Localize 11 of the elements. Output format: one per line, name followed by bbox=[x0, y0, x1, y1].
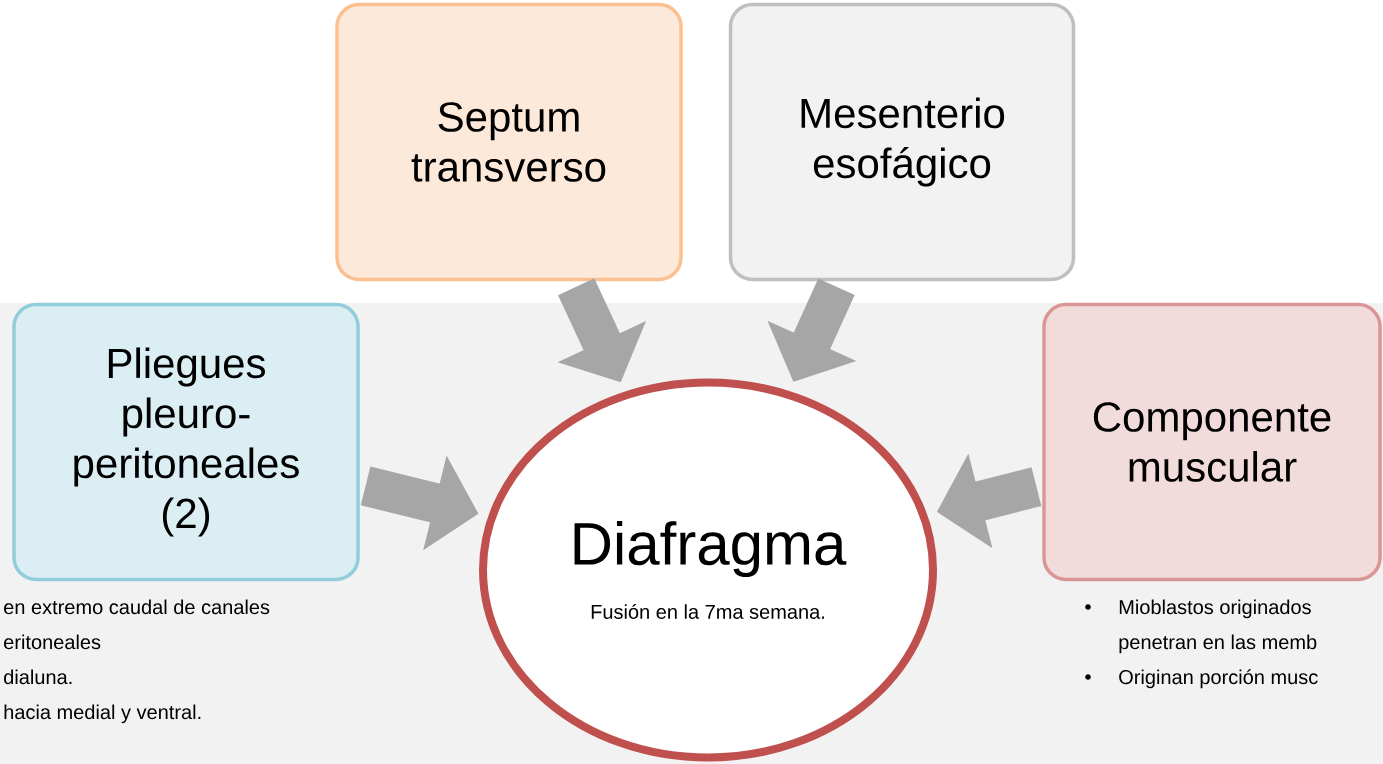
process-box: Mesenterio esofágico bbox=[728, 2, 1076, 282]
process-box: Septum transverso bbox=[335, 2, 683, 282]
note-text: eritoneales bbox=[4, 634, 101, 650]
bullet-item: Originan porción musc bbox=[1085, 669, 1318, 689]
bullet-item: Mioblastos originados bbox=[1085, 599, 1311, 619]
process-box: Pliegues pleuro-peritoneales (2) bbox=[12, 302, 360, 582]
note-text: dialuna. bbox=[4, 669, 72, 685]
note-text: en extremo caudal de canales bbox=[4, 599, 270, 615]
process-box: Componente muscular bbox=[1042, 302, 1382, 582]
note-text: hacia medial y ventral. bbox=[4, 704, 201, 724]
note-text: penetran en las memb bbox=[1119, 634, 1317, 654]
